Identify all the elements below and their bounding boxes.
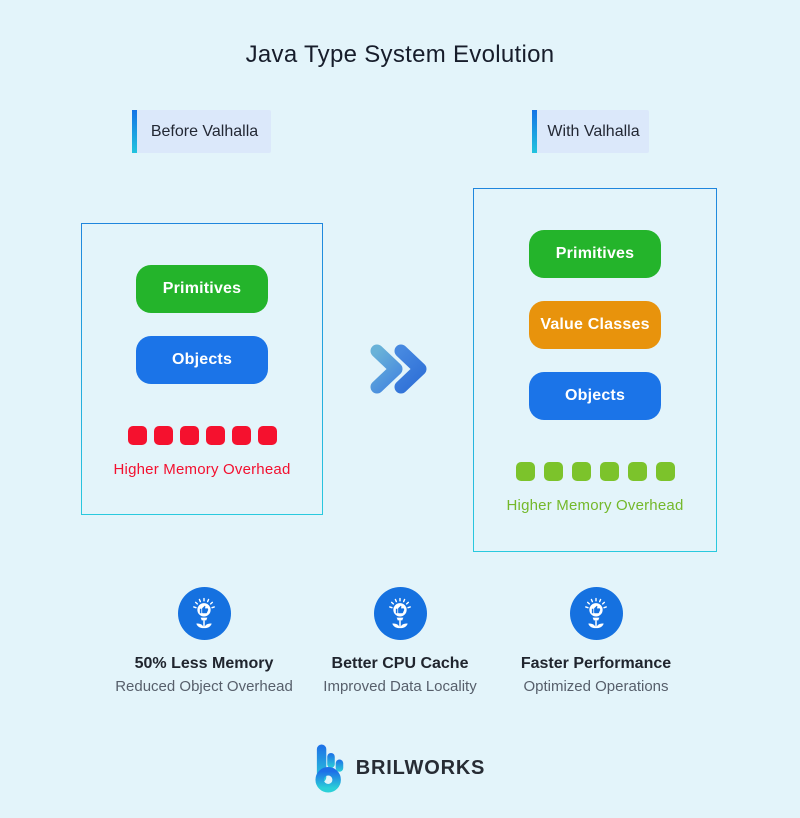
logo-text: BRILWORKS (355, 756, 486, 779)
type-box-label: Objects (564, 387, 626, 404)
memory-square (231, 426, 251, 445)
benefit-subtitle: Optimized Operations (523, 678, 669, 695)
type-box: Objects (529, 372, 661, 420)
memory-square (515, 462, 535, 481)
badge-label: Before Valhalla (150, 122, 259, 140)
type-box-label: Primitives (162, 280, 242, 297)
with-valhalla-panel: Primitives Value Classes Objects Higher … (473, 188, 717, 552)
memory-square (205, 426, 225, 445)
memory-squares-row (515, 462, 675, 481)
type-box: Objects (136, 336, 268, 384)
type-box-list: Primitives Value Classes Objects (529, 230, 661, 420)
badge-with-valhalla: With Valhalla (532, 110, 649, 153)
benefit-title: Better CPU Cache (331, 655, 469, 672)
benefit-circle (569, 587, 623, 640)
memory-square (127, 426, 147, 445)
memory-square (655, 462, 675, 481)
benefit-circle (177, 587, 231, 640)
memory-square (571, 462, 591, 481)
memory-square (179, 426, 199, 445)
type-box: Value Classes (529, 301, 661, 349)
transition-arrow (368, 344, 430, 394)
idea-growth-icon (193, 597, 215, 628)
type-box-label: Objects (171, 351, 233, 368)
benefit-item: Better CPU Cache Improved Data Locality (302, 587, 498, 695)
brilworks-logo: BRILWORKS (0, 743, 800, 793)
benefit-title: 50% Less Memory (134, 655, 274, 672)
memory-square (153, 426, 173, 445)
type-box-label: Primitives (555, 245, 635, 262)
type-box-label: Value Classes (540, 316, 650, 333)
idea-growth-icon (585, 597, 607, 628)
benefit-circle (373, 587, 427, 640)
memory-squares-row (127, 426, 277, 445)
benefit-subtitle: Improved Data Locality (323, 678, 477, 695)
memory-square (599, 462, 619, 481)
idea-growth-icon (389, 597, 411, 628)
benefit-subtitle: Reduced Object Overhead (115, 678, 293, 695)
memory-overhead-label: Higher Memory Overhead (506, 497, 684, 514)
badge-label: With Valhalla (547, 122, 640, 140)
badge-before-valhalla: Before Valhalla (132, 110, 271, 153)
memory-square (257, 426, 277, 445)
type-box-list: Primitives Objects (136, 265, 268, 384)
double-chevron-right-icon (370, 344, 427, 394)
before-valhalla-panel: Primitives Objects Higher Memory Overhea… (81, 223, 323, 515)
badge-accent-bar (532, 110, 537, 153)
type-box: Primitives (136, 265, 268, 313)
benefits-row: 50% Less Memory Reduced Object Overhead (0, 587, 800, 695)
benefit-item: Faster Performance Optimized Operations (498, 587, 694, 695)
type-box: Primitives (529, 230, 661, 278)
benefit-title: Faster Performance (520, 655, 672, 672)
benefit-item: 50% Less Memory Reduced Object Overhead (106, 587, 302, 695)
page-title: Java Type System Evolution (245, 41, 555, 68)
memory-square (543, 462, 563, 481)
memory-square (627, 462, 647, 481)
brilworks-b-icon (315, 744, 344, 793)
memory-overhead-label: Higher Memory Overhead (113, 461, 291, 478)
badge-accent-bar (132, 110, 137, 153)
